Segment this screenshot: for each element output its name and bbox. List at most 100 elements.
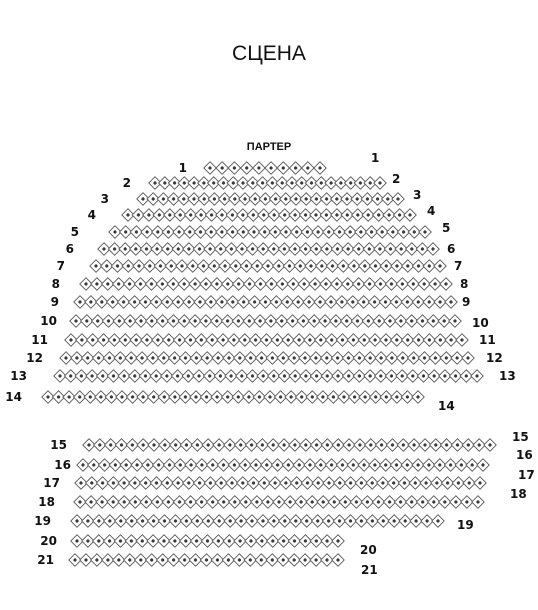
seat[interactable] (199, 277, 213, 291)
seat[interactable] (256, 242, 271, 256)
seat[interactable] (245, 176, 260, 190)
seat[interactable] (215, 225, 229, 239)
seat[interactable] (127, 295, 142, 309)
seat[interactable] (335, 458, 350, 472)
seat[interactable] (367, 295, 382, 309)
seat[interactable] (155, 314, 170, 328)
seat[interactable] (321, 514, 336, 528)
seat[interactable] (282, 259, 297, 273)
seat[interactable] (267, 514, 281, 528)
seat[interactable] (177, 176, 192, 190)
seat[interactable] (157, 176, 172, 190)
seat[interactable] (277, 208, 292, 222)
seat[interactable] (350, 192, 365, 206)
seat[interactable] (90, 277, 104, 291)
seat[interactable] (374, 438, 389, 452)
seat[interactable] (176, 192, 191, 206)
seat[interactable] (177, 314, 192, 328)
seat[interactable] (89, 259, 103, 273)
seat[interactable] (403, 208, 417, 222)
seat[interactable] (199, 553, 214, 567)
seat[interactable] (418, 438, 432, 452)
seat[interactable] (124, 351, 139, 365)
seat[interactable] (265, 534, 280, 548)
seat[interactable] (428, 277, 442, 291)
seat[interactable] (321, 225, 336, 239)
seat[interactable] (462, 476, 477, 490)
seat[interactable] (138, 295, 153, 309)
seat[interactable] (68, 553, 82, 567)
seat[interactable] (426, 314, 441, 328)
seat[interactable] (422, 458, 436, 472)
seat[interactable] (172, 495, 187, 509)
seat[interactable] (86, 458, 101, 472)
seat[interactable] (101, 314, 116, 328)
seat[interactable] (374, 351, 388, 365)
seat[interactable] (91, 351, 106, 365)
seat[interactable] (244, 438, 259, 452)
seat[interactable] (203, 161, 217, 175)
seat[interactable] (226, 176, 241, 190)
seat[interactable] (84, 476, 99, 490)
seat[interactable] (248, 192, 263, 206)
seat[interactable] (371, 208, 386, 222)
seat[interactable] (168, 514, 183, 528)
seat[interactable] (320, 242, 334, 256)
seat[interactable] (376, 476, 390, 490)
seat[interactable] (341, 351, 356, 365)
seat[interactable] (146, 514, 161, 528)
seat[interactable] (300, 161, 315, 175)
seat[interactable] (411, 259, 426, 273)
seat[interactable] (277, 514, 292, 528)
seat[interactable] (248, 333, 263, 347)
seat[interactable] (261, 259, 275, 273)
seat[interactable] (247, 225, 261, 239)
seat[interactable] (372, 314, 387, 328)
seat[interactable] (320, 369, 335, 383)
seat[interactable] (249, 458, 263, 472)
seat[interactable] (91, 534, 106, 548)
seat[interactable] (257, 225, 272, 239)
seat[interactable] (255, 438, 270, 452)
seat[interactable] (298, 553, 312, 567)
seat[interactable] (379, 390, 394, 404)
seat[interactable] (268, 225, 283, 239)
seat[interactable] (419, 476, 433, 490)
seat[interactable] (320, 534, 334, 548)
seat[interactable] (216, 333, 230, 347)
seat[interactable] (281, 333, 296, 347)
seat[interactable] (278, 192, 293, 206)
seat[interactable] (296, 314, 311, 328)
seat[interactable] (138, 476, 153, 490)
seat[interactable] (177, 277, 192, 291)
seat[interactable] (382, 208, 396, 222)
seat[interactable] (166, 314, 181, 328)
seat[interactable] (326, 390, 341, 404)
seat[interactable] (451, 476, 466, 490)
seat[interactable] (314, 176, 329, 190)
seat[interactable] (168, 390, 182, 404)
seat[interactable] (187, 192, 201, 206)
seat[interactable] (400, 458, 415, 472)
seat[interactable] (189, 351, 204, 365)
seat[interactable] (147, 438, 161, 452)
seat[interactable] (210, 553, 225, 567)
seat[interactable] (280, 295, 295, 309)
seat[interactable] (121, 208, 135, 222)
seat[interactable] (131, 208, 146, 222)
seat[interactable] (239, 259, 254, 273)
seat[interactable] (74, 476, 88, 490)
seat[interactable] (368, 333, 382, 347)
seat[interactable] (398, 514, 413, 528)
seat[interactable] (324, 458, 339, 472)
seat[interactable] (149, 369, 164, 383)
seat[interactable] (253, 314, 267, 328)
seat[interactable] (128, 476, 142, 490)
seat[interactable] (189, 534, 204, 548)
seat[interactable] (90, 553, 104, 567)
seat[interactable] (400, 295, 415, 309)
seat[interactable] (170, 369, 185, 383)
seat[interactable] (373, 369, 388, 383)
seat[interactable] (329, 314, 343, 328)
seat[interactable] (166, 192, 181, 206)
